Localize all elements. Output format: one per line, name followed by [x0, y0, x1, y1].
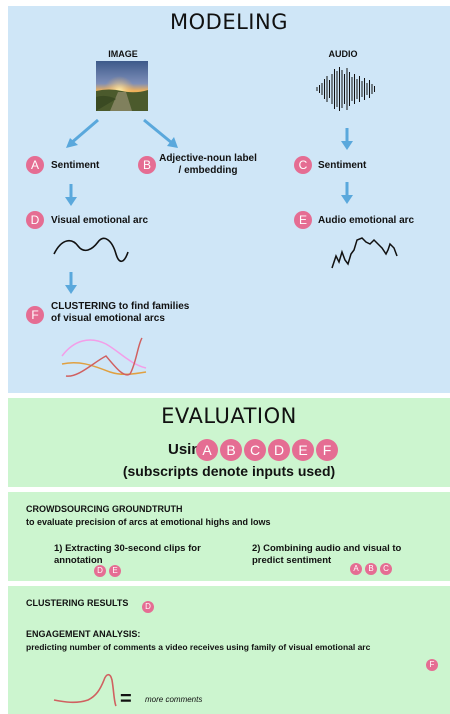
- evaluation-title: EVALUATION: [161, 404, 297, 428]
- evaluation-header-panel: EVALUATION Using A B C D E F (subscripts…: [8, 398, 450, 487]
- audio-waveform-icon: [316, 67, 375, 111]
- engagement-title: ENGAGEMENT ANALYSIS:: [26, 629, 141, 639]
- step2-badge-a: A: [350, 563, 362, 575]
- d-visual-arc-label: Visual emotional arc: [51, 215, 149, 226]
- using-badge-b: B: [220, 439, 242, 461]
- badge-b: B: [138, 156, 156, 174]
- arrow-image-to-a: [66, 118, 99, 148]
- landscape-image: [96, 61, 148, 111]
- arrow-c-to-e: [341, 182, 353, 204]
- clustering-badge-d: D: [142, 601, 154, 613]
- engagement-arc-curve: [53, 673, 117, 707]
- step2-text: 2) Combining audio and visual to predict…: [252, 543, 402, 566]
- arrow-audio-to-c: [341, 128, 353, 150]
- audio-emotional-arc-curve: [331, 237, 398, 269]
- c-sentiment-label: Sentiment: [318, 160, 367, 171]
- arrow-d-to-f: [65, 272, 77, 294]
- using-badge-d: D: [268, 439, 290, 461]
- crowdsourcing-title: CROWDSOURCING GROUNDTRUTH: [26, 504, 183, 514]
- subscripts-note: (subscripts denote inputs used): [122, 463, 336, 479]
- modeling-title: MODELING: [170, 10, 288, 34]
- step2-badge-c: C: [380, 563, 392, 575]
- crowdsourcing-desc: to evaluate precision of arcs at emotion…: [26, 517, 271, 527]
- modeling-panel: MODELING IMAGE AUDIO: [8, 6, 450, 393]
- using-badge-a: A: [196, 439, 218, 461]
- engagement-desc: predicting number of comments a video re…: [26, 642, 371, 652]
- step2-badge-b: B: [365, 563, 377, 575]
- arrow-image-to-b: [143, 118, 178, 148]
- step1-text: 1) Extracting 30-second clips for annota…: [54, 543, 201, 566]
- b-adjnoun-label: Adjective-noun label / embedding: [159, 153, 257, 176]
- using-badge-e: E: [292, 439, 314, 461]
- badge-a: A: [26, 156, 44, 174]
- audio-label: AUDIO: [328, 49, 358, 59]
- arrow-a-to-d: [65, 184, 77, 206]
- a-sentiment-label: Sentiment: [51, 160, 100, 171]
- using-badge-c: C: [244, 439, 266, 461]
- badge-c: C: [294, 156, 312, 174]
- equals-sign: =: [120, 688, 132, 710]
- e-audio-arc-label: Audio emotional arc: [318, 215, 415, 226]
- step1-badge-e: E: [109, 565, 121, 577]
- f-clustering-label: CLUSTERING to find families of visual em…: [51, 301, 190, 324]
- image-label: IMAGE: [108, 49, 138, 59]
- badge-d: D: [26, 211, 44, 229]
- using-badge-f: F: [316, 439, 338, 461]
- crowdsourcing-panel: CROWDSOURCING GROUNDTRUTH to evaluate pr…: [8, 492, 450, 581]
- more-comments-text: more comments: [145, 695, 203, 704]
- clustering-results-title: CLUSTERING RESULTS: [26, 598, 129, 608]
- results-panel: CLUSTERING RESULTS D ENGAGEMENT ANALYSIS…: [8, 586, 450, 714]
- visual-emotional-arc-curve: [53, 237, 129, 263]
- badge-e: E: [294, 211, 312, 229]
- clustered-arcs-curves: [61, 337, 147, 377]
- step1-badge-d: D: [94, 565, 106, 577]
- using-row: Using A B C D E F: [8, 439, 450, 461]
- badge-f: F: [26, 306, 44, 324]
- engagement-badge-f: F: [426, 659, 438, 671]
